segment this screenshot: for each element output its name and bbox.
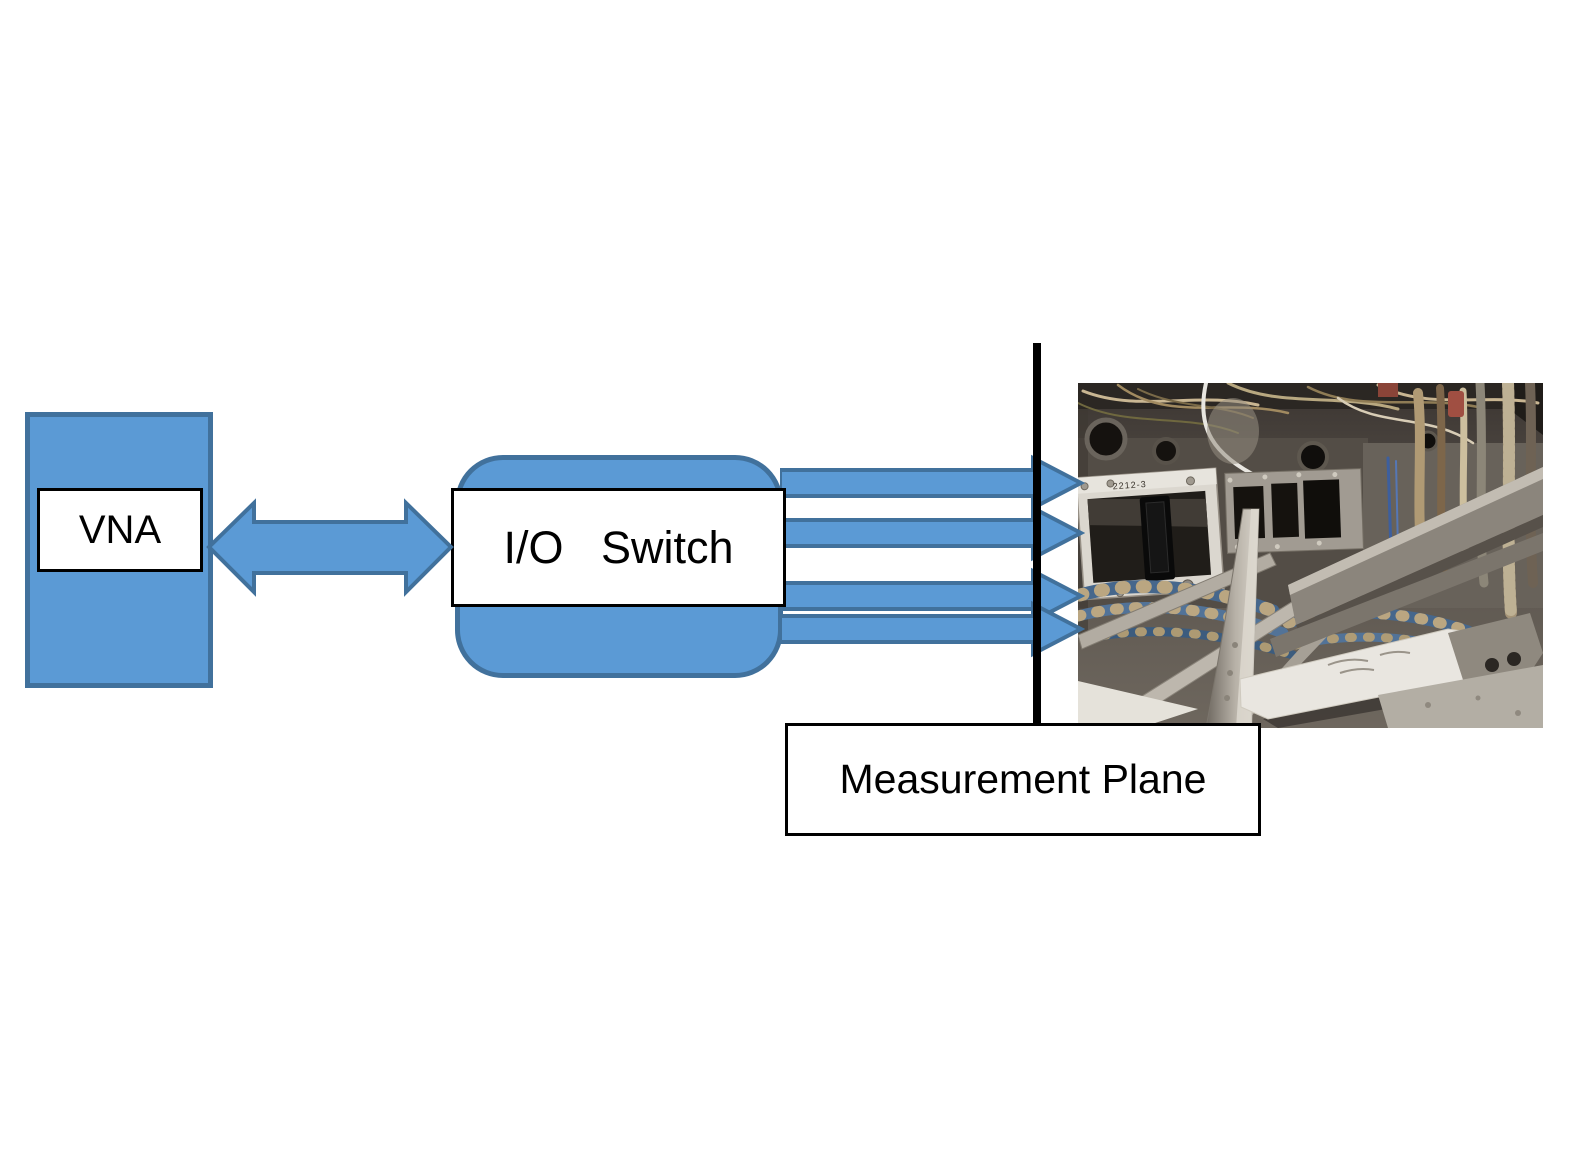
measurement-plane-line <box>1033 343 1041 723</box>
equipment-bay-photo: 2212-3 <box>1078 383 1543 728</box>
measurement-plane-label: Measurement Plane <box>839 756 1207 802</box>
io-switch-label: I/O Switch <box>503 521 734 573</box>
io-switch-label-box: I/O Switch <box>451 488 786 607</box>
vna-label: VNA <box>78 507 162 552</box>
measurement-plane-label-box: Measurement Plane <box>785 723 1261 836</box>
bidirectional-arrow-icon <box>206 498 454 597</box>
vna-label-box: VNA <box>37 488 203 572</box>
photo-panel-marking: 2212-3 <box>1112 479 1147 491</box>
output-arrows-icon <box>780 454 1085 658</box>
